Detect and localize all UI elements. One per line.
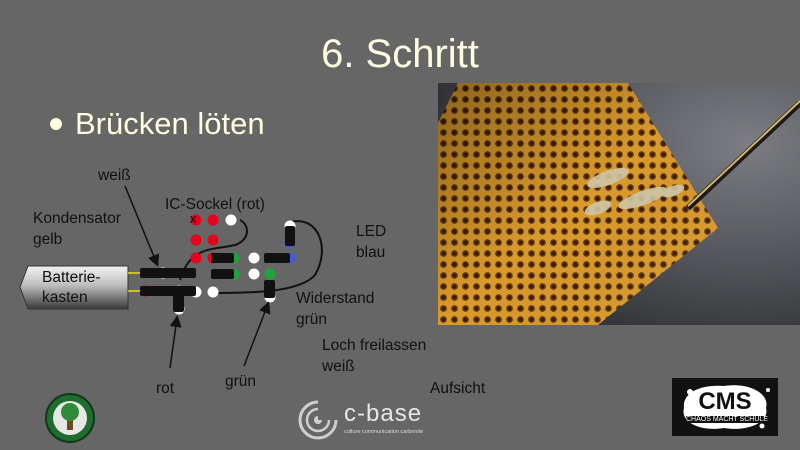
arrow-weiss	[124, 185, 160, 267]
solder-blobs	[584, 168, 685, 216]
cbase-name: c-base	[344, 400, 423, 427]
label-widerstand-line1: Widerstand	[296, 290, 375, 307]
label-led-line1: LED	[356, 223, 387, 240]
label-aufsicht: Aufsicht	[430, 380, 486, 397]
label-kondensator-line2: gelb	[33, 231, 63, 248]
slide-title: 6. Schritt	[321, 32, 479, 76]
label-led-line2: blau	[356, 244, 386, 261]
arrow-gruen	[243, 301, 271, 367]
battery-box	[19, 265, 129, 310]
label-loch-line2: weiß	[322, 358, 355, 375]
cbase-tagline: culture communication carbonite	[344, 429, 424, 435]
cms-name: CMS	[698, 388, 752, 415]
label-batterie: Batterie- kasten	[42, 268, 101, 308]
bullet-dot	[50, 118, 62, 130]
ic-socket-holes	[140, 214, 219, 297]
label-ic-sockel: IC-Sockel (rot)	[165, 196, 265, 213]
label-batterie-line2: kasten	[42, 289, 88, 306]
label-rot: rot	[156, 380, 175, 397]
label-loch-line1: Loch freilassen	[322, 337, 427, 354]
label-loch: Loch freilassen weiß	[322, 335, 426, 377]
cms-logo: CMS CHAOS MACHT SCHULE	[672, 378, 778, 436]
label-weiss: weiß	[98, 167, 131, 184]
label-kondensator: Kondensator gelb	[33, 208, 121, 250]
school-logo	[45, 393, 95, 443]
ic-pin-marker: x	[190, 211, 197, 226]
label-kondensator-line1: Kondensator	[33, 210, 121, 227]
label-led: LED blau	[356, 221, 386, 263]
soldering-iron-tip	[685, 100, 800, 211]
wire-curve-led	[211, 220, 323, 294]
label-gruen: grün	[225, 373, 257, 390]
label-widerstand-line2: grün	[296, 311, 328, 328]
solder-bridges	[140, 226, 295, 312]
cbase-logo: c-base culture communication carbonite	[298, 398, 433, 442]
label-batterie-line1: Batterie-	[42, 269, 101, 286]
cms-tagline: CHAOS MACHT SCHULE	[686, 416, 768, 423]
perfboard-photo	[438, 83, 800, 325]
bullet-text: Brücken löten	[75, 106, 265, 141]
cbase-emblem-icon	[298, 400, 338, 440]
label-widerstand: Widerstand grün	[296, 288, 374, 330]
arrow-rot	[169, 315, 182, 369]
